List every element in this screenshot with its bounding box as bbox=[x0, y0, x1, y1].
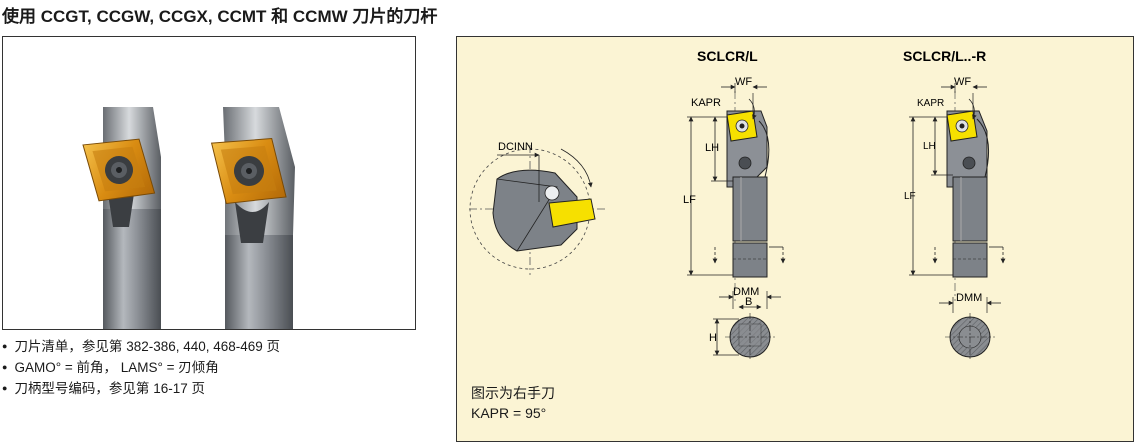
label-h: H bbox=[709, 332, 717, 344]
label-wf-1: WF bbox=[735, 76, 752, 88]
label-dmm-1: DMM bbox=[733, 286, 759, 298]
label-b: B bbox=[745, 296, 752, 308]
dimension-diagram: SCLCR/L SCLCR/L..-R DCINN bbox=[456, 36, 1134, 442]
side-view-sclcr-l: WF KAPR LH LF DMM B bbox=[683, 76, 786, 361]
page-title: 使用 CCGT, CCGW, CCGX, CCMT 和 CCMW 刀片的刀杆 bbox=[2, 7, 438, 26]
notes-list: 刀片清单，参见第 382-386, 440, 468-469 页 GAMO° =… bbox=[2, 337, 280, 400]
diagram-caption: 图示为右手刀 KAPR = 95° bbox=[471, 383, 555, 423]
product-photo bbox=[2, 36, 416, 330]
note-angles: GAMO° = 前角， LAMS° = 刃倾角 bbox=[2, 358, 280, 379]
note-insert-list: 刀片清单，参见第 382-386, 440, 468-469 页 bbox=[2, 337, 280, 358]
note-holder-code: 刀柄型号编码，参见第 16-17 页 bbox=[2, 379, 280, 400]
label-wf-2: WF bbox=[954, 76, 971, 88]
label-dcinn: DCINN bbox=[498, 141, 533, 153]
label-lh-1: LH bbox=[705, 142, 719, 154]
label-dmm-2: DMM bbox=[956, 292, 982, 304]
caption-right-hand: 图示为右手刀 bbox=[471, 385, 555, 401]
label-lf-1: LF bbox=[683, 194, 696, 206]
right-boring-bar bbox=[210, 107, 295, 329]
label-lh-2: LH bbox=[923, 141, 936, 152]
label-sclcr-l: SCLCR/L bbox=[697, 48, 758, 64]
label-lf-2: LF bbox=[904, 191, 916, 202]
label-sclcr-l-r: SCLCR/L..-R bbox=[903, 48, 986, 64]
left-boring-bar bbox=[82, 107, 161, 329]
end-view-drawing: DCINN bbox=[469, 141, 607, 275]
label-kapr-1: KAPR bbox=[691, 97, 721, 109]
label-kapr-2: KAPR bbox=[917, 98, 944, 109]
side-view-sclcr-l-r: WF KAPR LH LF DMM bbox=[904, 76, 1006, 361]
caption-kapr-value: KAPR = 95° bbox=[471, 405, 547, 421]
